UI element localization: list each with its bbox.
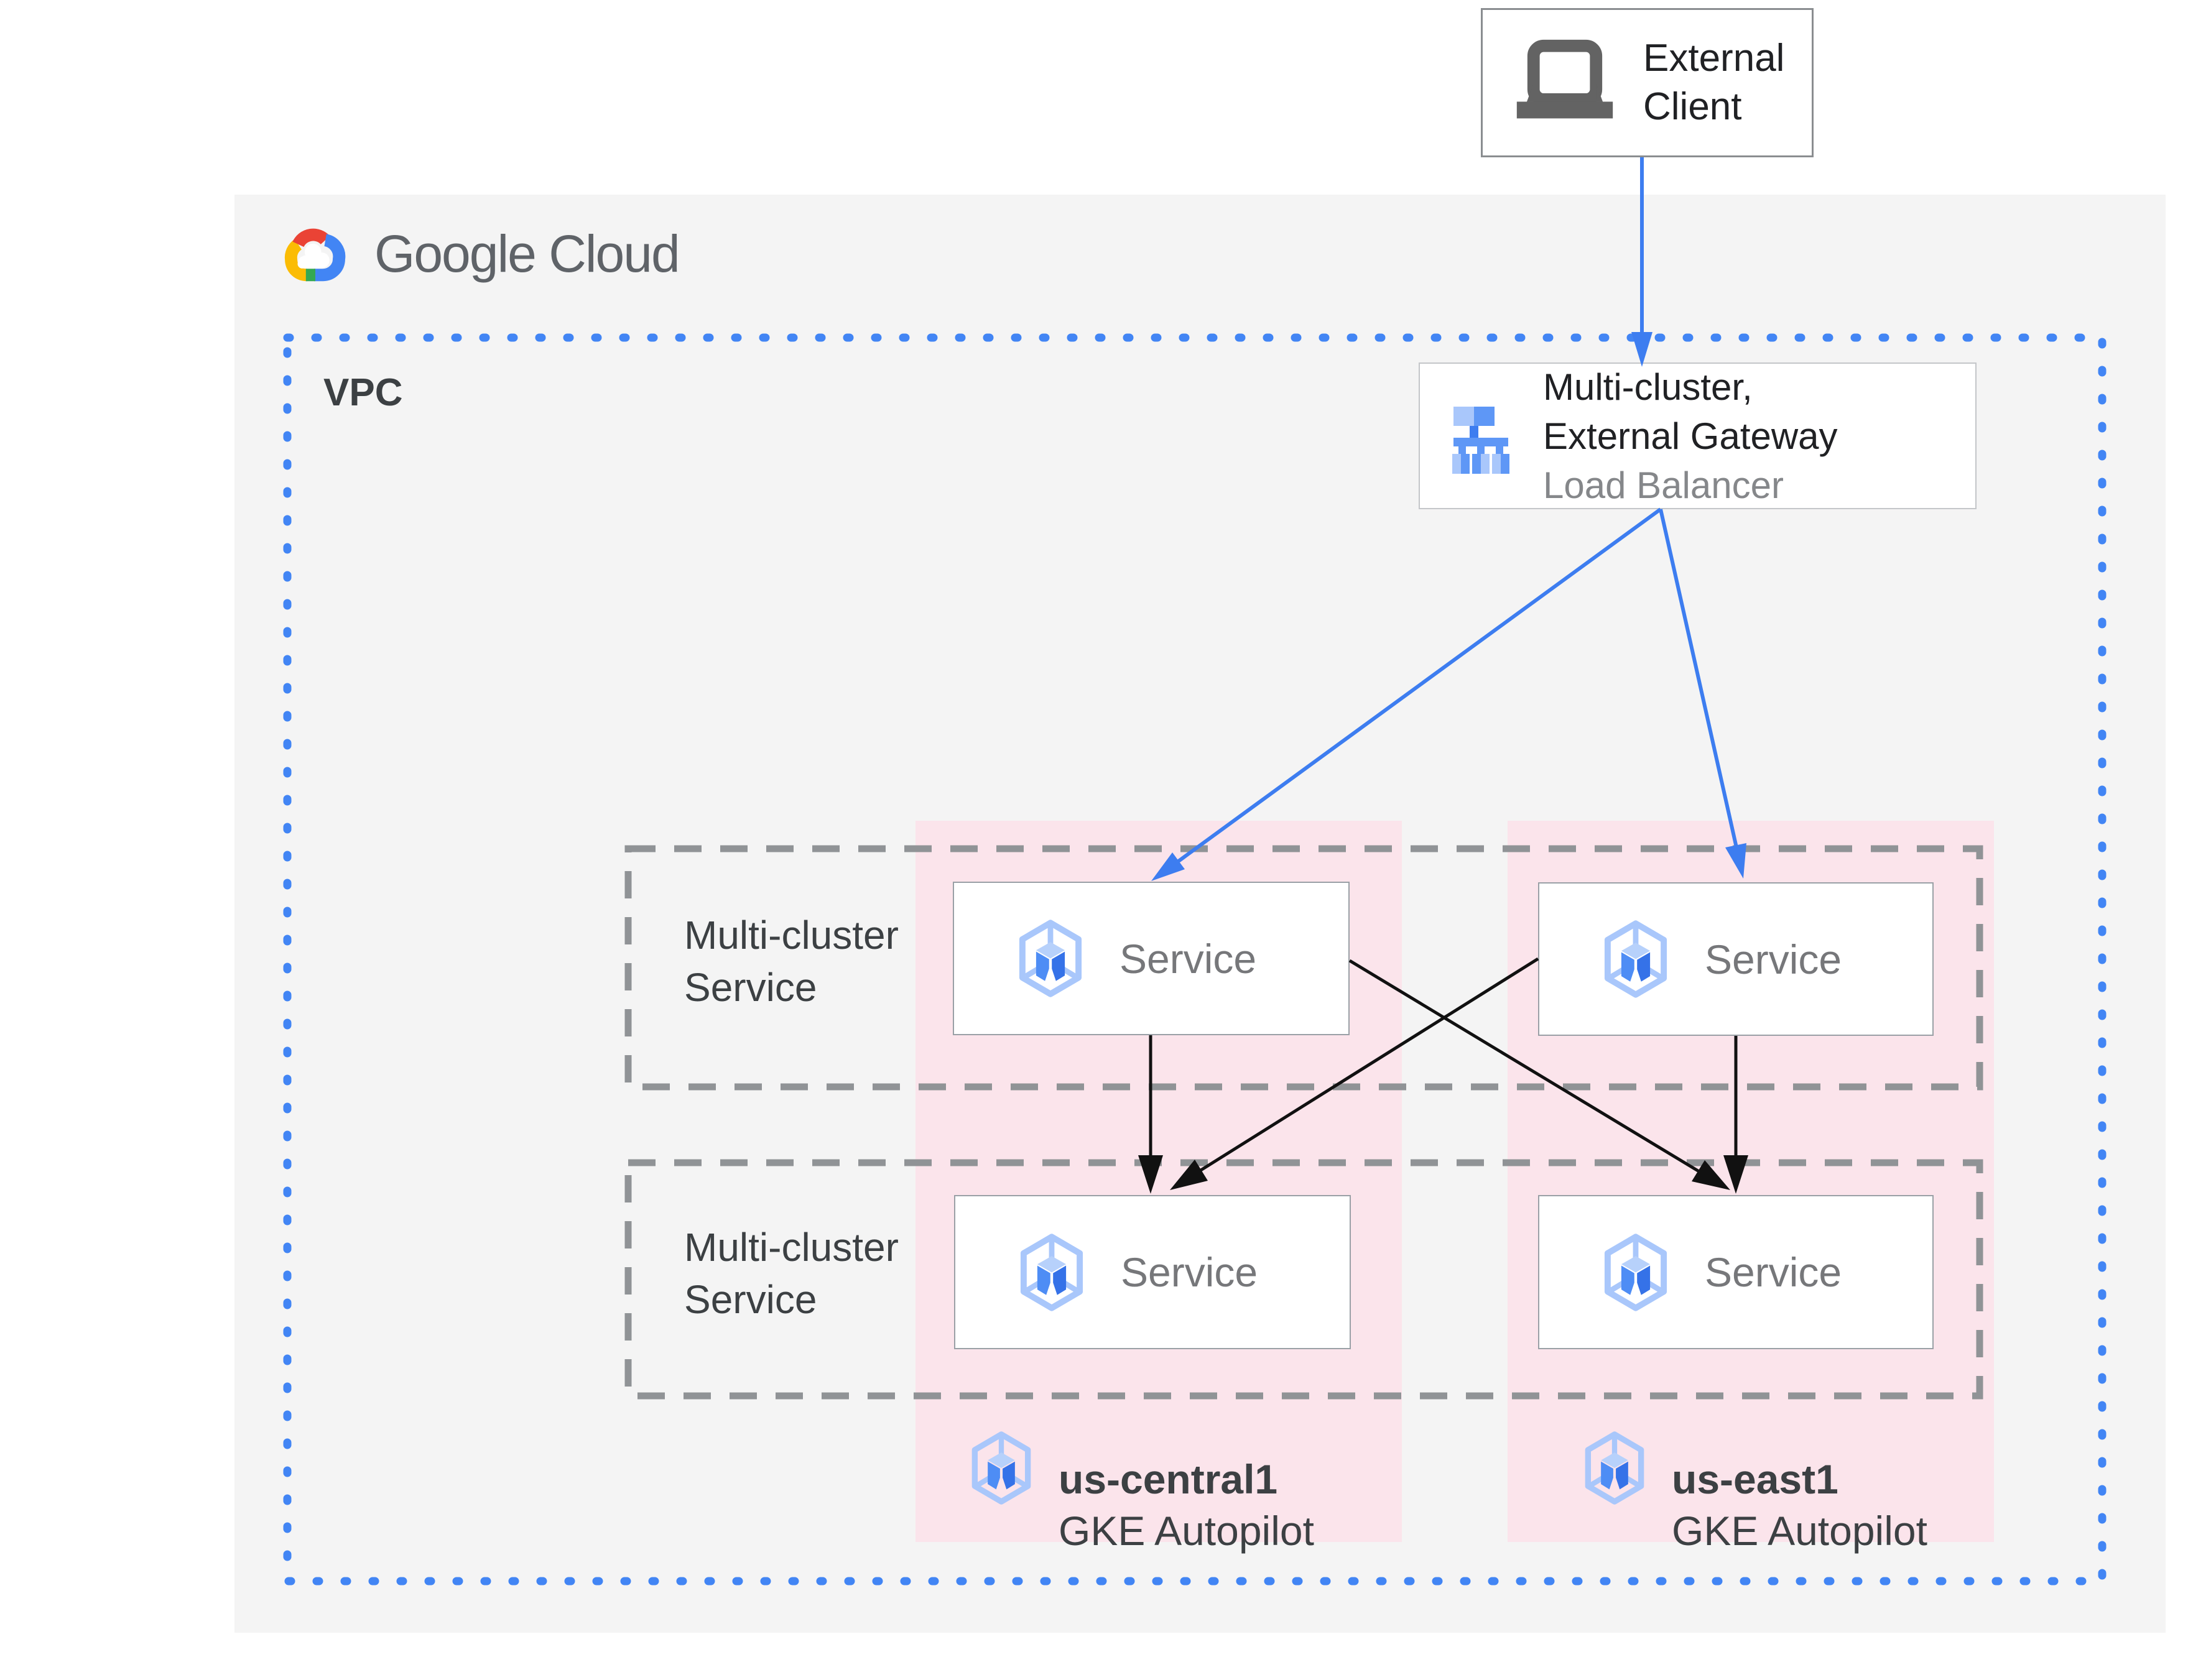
external-client-line1: External: [1643, 37, 1785, 80]
service-label: Service: [1705, 1249, 1842, 1295]
service-icon: [1019, 920, 1082, 997]
service-label: Service: [1119, 935, 1257, 982]
service-box-row2-us-central1: Service: [954, 1195, 1351, 1349]
load-balancer-subtitle: Load Balancer: [1543, 464, 1784, 506]
google-cloud-logo-icon: [284, 228, 346, 281]
service-label: Service: [1121, 1249, 1258, 1295]
cluster-label-us-east1: us-east1 GKE Autopilot: [1582, 1429, 1927, 1557]
service-icon: [1604, 1233, 1667, 1311]
service-box-row1-us-east1: Service: [1538, 882, 1934, 1036]
row1-label-line1: Multi-cluster: [684, 913, 899, 958]
cluster-product: GKE Autopilot: [1059, 1508, 1314, 1554]
load-balancer-box: Multi-cluster, External Gateway Load Bal…: [1419, 362, 1977, 509]
row1-label-line2: Service: [684, 965, 817, 1010]
gke-cluster-icon: [1585, 1431, 1644, 1505]
vpc-label: VPC: [323, 371, 403, 414]
multi-cluster-service-row1-label: Multi-cluster Service: [684, 909, 899, 1013]
row2-label-line1: Multi-cluster: [684, 1225, 899, 1270]
cluster-region: us-east1: [1672, 1456, 1838, 1502]
load-balancer-title-line1: Multi-cluster,: [1543, 366, 1753, 408]
service-label: Service: [1705, 936, 1842, 982]
external-client-box: External Client: [1481, 8, 1814, 157]
service-box-row2-us-east1: Service: [1538, 1195, 1934, 1349]
service-icon: [1020, 1233, 1083, 1311]
external-client-line2: Client: [1643, 85, 1742, 128]
row2-label-line2: Service: [684, 1277, 817, 1322]
cluster-product: GKE Autopilot: [1672, 1508, 1927, 1554]
load-balancer-title-line2: External Gateway: [1543, 415, 1838, 457]
google-cloud-logo: Google Cloud: [280, 224, 680, 284]
cluster-label-us-central1: us-central1 GKE Autopilot: [969, 1429, 1314, 1557]
load-balancer-icon: [1452, 407, 1509, 474]
google-cloud-wordmark: Google Cloud: [374, 224, 680, 283]
laptop-icon: [1516, 39, 1613, 119]
gke-cluster-icon: [971, 1431, 1031, 1505]
multi-cluster-service-row2-label: Multi-cluster Service: [684, 1221, 899, 1326]
service-box-row1-us-central1: Service: [953, 882, 1350, 1035]
cluster-region: us-central1: [1059, 1456, 1278, 1502]
service-icon: [1604, 920, 1667, 998]
